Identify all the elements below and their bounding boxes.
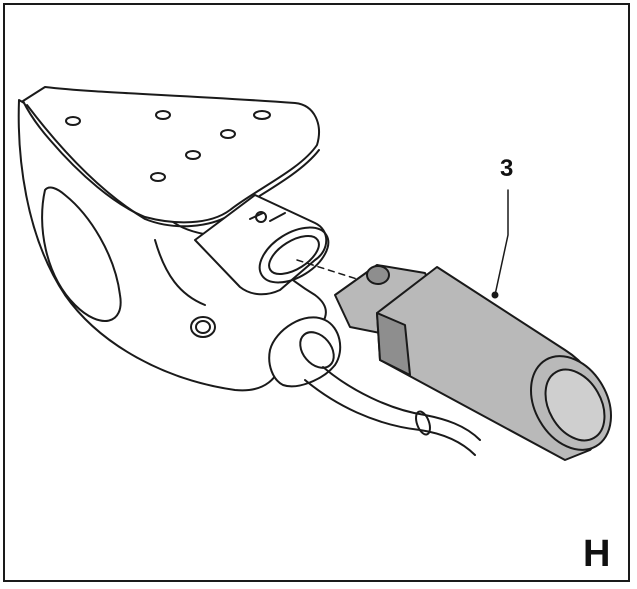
top-plate-edge [26, 104, 320, 228]
figure-frame: 3 H [3, 3, 630, 582]
body-side-recess [41, 186, 122, 322]
assembly-illustration [17, 86, 612, 461]
body-screw [190, 316, 216, 338]
callout-label: 3 [500, 155, 514, 182]
plate-hole [185, 150, 201, 160]
battery-pack [334, 264, 612, 461]
top-plate [22, 86, 320, 224]
insertion-guide [296, 259, 361, 281]
socket-opening [258, 226, 330, 284]
plate-hole [253, 110, 271, 120]
cable-gland [268, 316, 342, 388]
plate-hole [155, 110, 171, 120]
socket-housing [194, 194, 328, 296]
plate-hole [65, 116, 81, 126]
plate-hole [150, 172, 166, 182]
panel-letter: H [583, 533, 611, 575]
callout-leader [494, 189, 509, 296]
power-cable [304, 379, 476, 456]
plate-hole [220, 129, 236, 139]
